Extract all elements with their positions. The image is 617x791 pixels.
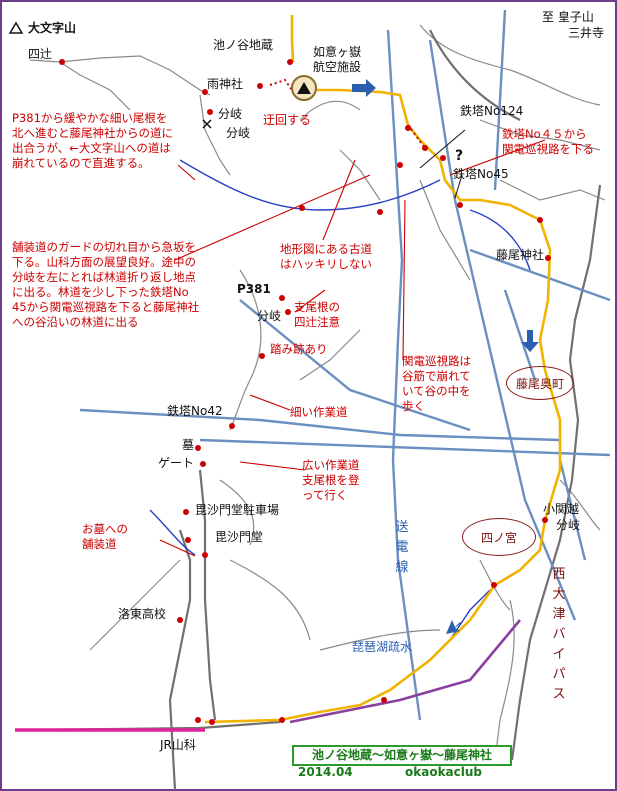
label-shinomiya: 四ノ宮	[462, 518, 536, 556]
map-date: 2014.04	[298, 765, 353, 779]
label-tetto-45: 鉄塔No45	[453, 167, 509, 181]
tetto-pointers	[419, 129, 466, 199]
label-nishiotsu-bypass: 西大津バイパス	[552, 567, 566, 702]
arrow-downleft-icon	[446, 620, 461, 634]
arrow-right-icon	[352, 79, 376, 97]
label-bishamon-parking: 毘沙門堂駐車場	[195, 503, 280, 517]
label-nyoigatake-facility: 航空施設	[313, 60, 362, 74]
note-p381-ridge: P381から緩やかな細い尾根を 北へ進むと藤尾神社からの道に 出合うが、←大文字…	[12, 111, 173, 170]
label-ukai: 迂回する	[263, 113, 312, 127]
label-ame-jinja: 雨神社	[207, 77, 244, 91]
nyoigatake-summit-icon	[291, 75, 317, 101]
label-bunki-1: 分岐	[218, 107, 243, 121]
bypass-road	[289, 619, 521, 724]
label-question: ?	[455, 148, 464, 164]
label-kosekigoe: 小関越	[543, 502, 580, 516]
note-old-road: 地形図にある古道 はハッキリしない	[280, 242, 372, 271]
label-daimonji: 大文字山	[28, 21, 77, 35]
label-to-miidera: 三井寺	[568, 26, 605, 40]
label-biwako-sosui: 琵琶湖疏水	[352, 640, 413, 654]
closed-path-marks	[202, 119, 212, 129]
label-fujio-jinja: 藤尾神社	[496, 248, 545, 262]
label-yotsutsuji: 四辻	[28, 47, 53, 61]
label-tetto-42: 鉄塔No42	[167, 404, 223, 418]
label-haka: 墓	[182, 438, 195, 452]
label-ikenoya-jizo: 池ノ谷地蔵	[213, 38, 274, 52]
label-bunki-2: 分岐	[226, 126, 251, 140]
note-trail-marks: 踏み跡あり	[270, 342, 328, 356]
label-tetto-124: 鉄塔No124	[460, 104, 524, 118]
label-gate: ゲート	[158, 456, 195, 470]
arrow-down-icon	[521, 330, 539, 352]
note-grave-road: お墓への 舗装道	[82, 522, 128, 551]
label-rakuto-school: 洛東高校	[118, 607, 167, 621]
map-club: okaokaclub	[405, 765, 483, 779]
label-bishamon: 毘沙門堂	[215, 530, 264, 544]
label-p381: P381	[237, 282, 271, 296]
map-title: 池ノ谷地蔵〜如意ヶ嶽〜藤尾神社	[292, 745, 512, 766]
hiking-route	[204, 15, 562, 724]
note-narrow-road: 細い作業道	[290, 405, 348, 419]
detour-path	[269, 78, 293, 91]
direction-arrows	[352, 79, 539, 634]
label-fujio-okumachi: 藤尾奥町	[506, 366, 574, 400]
label-jr-yamashina: JR山科	[160, 738, 196, 752]
note-leader-lines	[159, 139, 546, 557]
daimonji-peak-icon	[8, 21, 24, 34]
note-branch-ridge: 支尾根の 四辻注意	[294, 300, 340, 329]
note-wide-road: 広い作業道 支尾根を登 って行く	[302, 458, 360, 502]
note-tetto45-route: 鉄塔No４５から 関電巡視路を下る	[502, 127, 594, 156]
label-nyoigatake: 如意ヶ嶽	[313, 45, 362, 59]
label-bunki-3: 分岐	[257, 309, 282, 323]
waypoints	[59, 59, 551, 725]
label-kosekigoe-bunki: 分岐	[556, 518, 581, 532]
label-sosen: 送電線	[395, 520, 409, 575]
note-patrol-path: 関電巡視路は 谷筋で崩れて いて谷の中を 歩く	[402, 354, 471, 413]
label-to-kosan: 至 皇子山	[542, 10, 594, 24]
note-guard-rail: 舗装道のガードの切れ目から急坂を 下る。山科方面の展望良好。途中の 分岐を左にと…	[12, 240, 200, 329]
